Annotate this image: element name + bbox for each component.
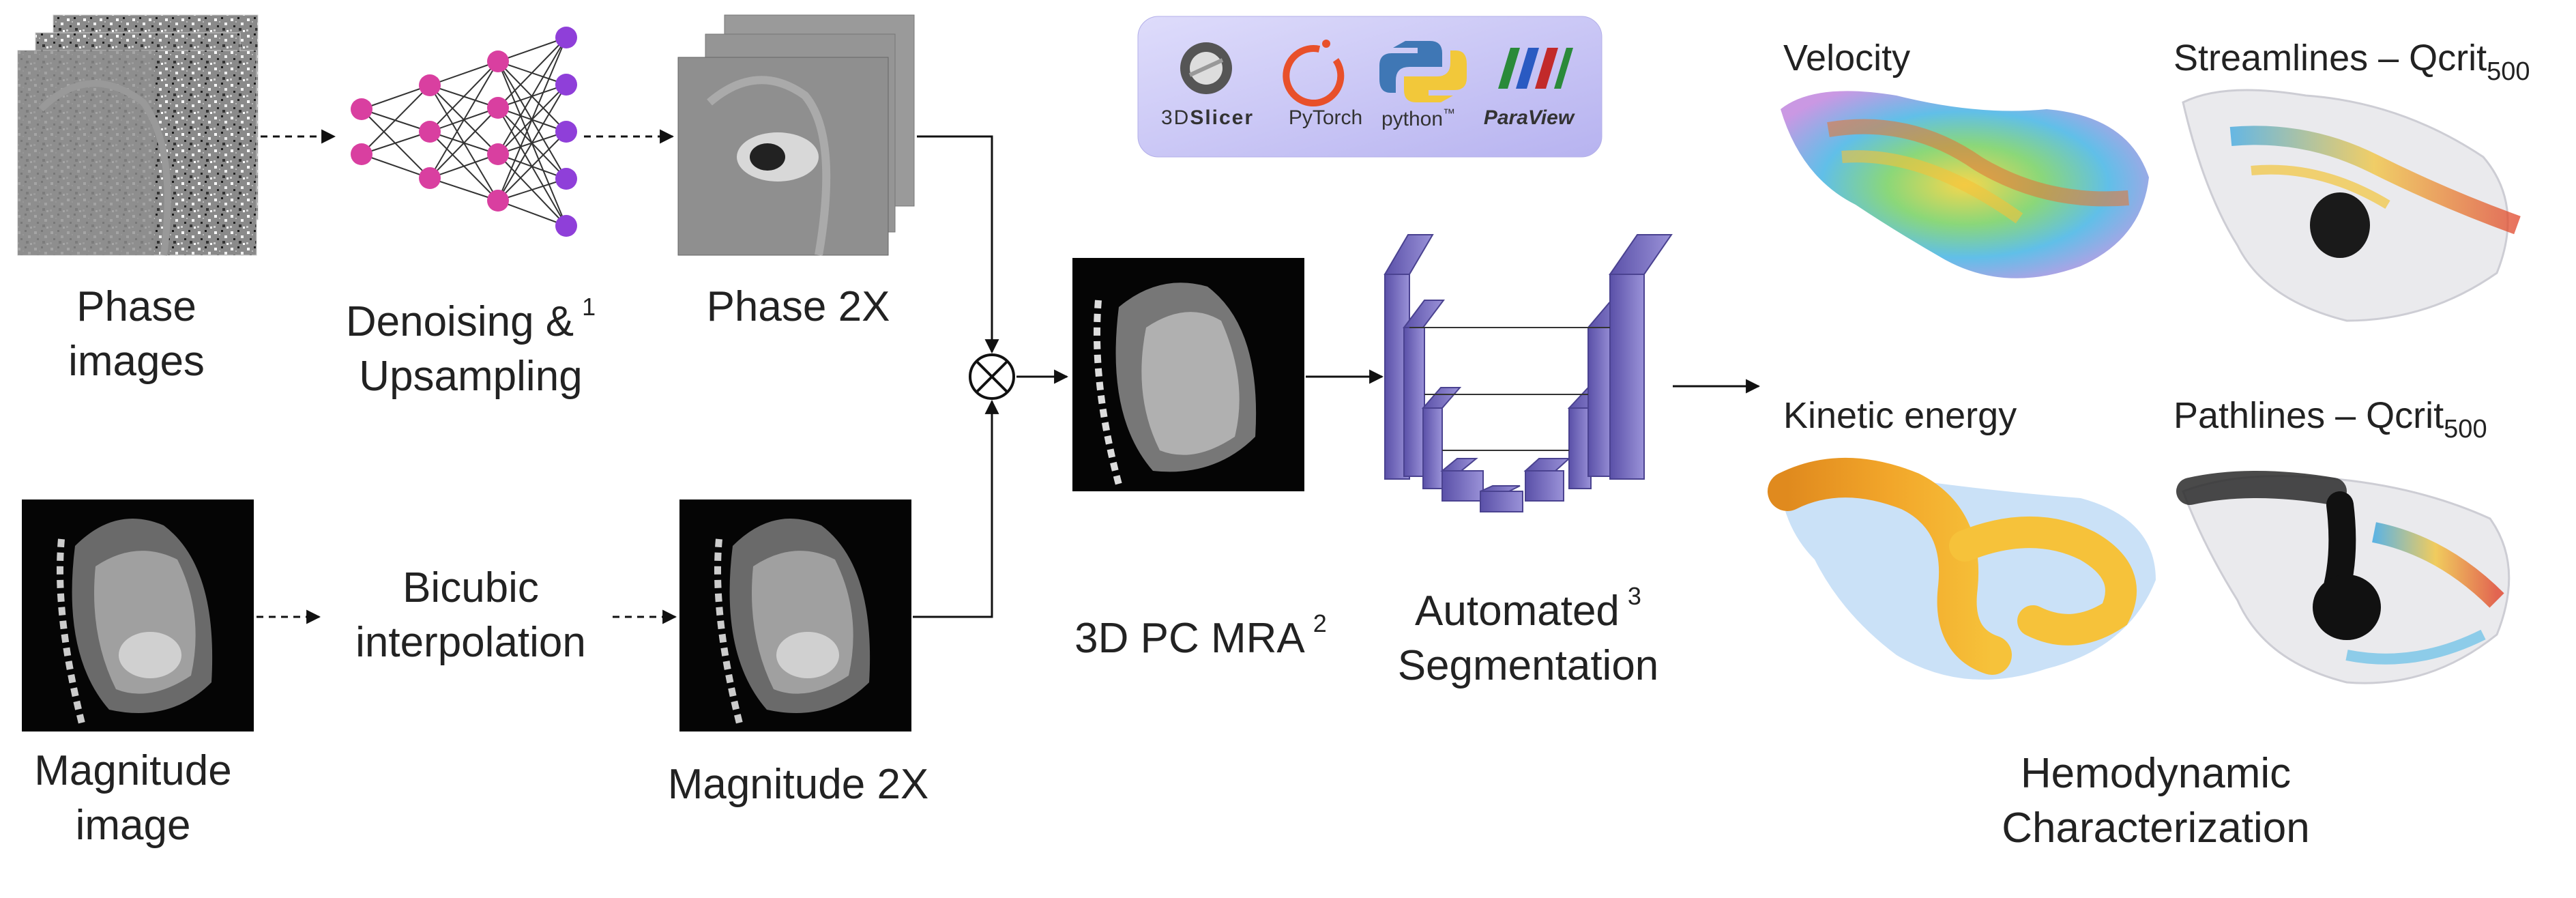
network-node <box>555 27 577 48</box>
paraview-logo-icon <box>1498 48 1573 89</box>
network-edge <box>497 37 567 62</box>
pathlines-rendering <box>2176 471 2511 684</box>
pc-mra-image <box>1072 258 1304 491</box>
kinetic-energy-rendering <box>1768 458 2156 680</box>
phase-images-stack <box>17 14 259 256</box>
network-edge <box>361 131 430 155</box>
streamlines-rendering <box>2182 89 2521 322</box>
phase-images-label: Phase images <box>68 283 205 385</box>
network-node <box>419 121 441 143</box>
network-edge <box>429 61 499 86</box>
network-node <box>555 168 577 190</box>
velocity-panel-title: Velocity <box>1783 38 1911 78</box>
python-logo-icon <box>1379 41 1467 102</box>
reference-2: 2 <box>1313 609 1327 637</box>
network-node <box>487 50 509 72</box>
unet-skip-connections <box>1409 327 1610 451</box>
software-logos-panel <box>1137 16 1602 158</box>
network-edge <box>429 154 499 179</box>
velocity-rendering <box>1781 91 2149 278</box>
reference-3: 3 <box>1627 582 1641 610</box>
network-edge <box>497 37 567 108</box>
network-node <box>555 121 577 143</box>
network-edge <box>361 85 430 110</box>
magnitude-image-label: Magnitude image <box>34 747 232 849</box>
bicubic-label: Bicubic interpolation <box>355 564 586 666</box>
denoising-network-icon <box>351 27 577 237</box>
magnitude-2x-label: Magnitude 2X <box>667 761 929 808</box>
network-edge <box>429 177 499 201</box>
network-edge <box>497 178 567 201</box>
network-node <box>419 74 441 96</box>
network-edge <box>497 131 567 201</box>
magnitude-image <box>22 499 254 732</box>
network-node <box>419 167 441 189</box>
network-edge <box>497 37 567 201</box>
denoising-label: Denoising &1 Upsampling <box>345 293 596 400</box>
network-node <box>487 143 509 165</box>
network-edge <box>429 107 499 179</box>
network-node <box>351 143 372 165</box>
combine-operator-icon <box>969 353 1015 400</box>
pathlines-panel-title: Pathlines – Qcrit500 <box>2174 395 2487 444</box>
network-node <box>555 74 577 96</box>
network-edge <box>497 84 567 201</box>
network-node <box>555 215 577 237</box>
network-node <box>487 97 509 119</box>
dashed-arrows <box>257 129 677 624</box>
network-edge <box>361 85 430 155</box>
kinetic-energy-panel-title: Kinetic energy <box>1783 395 2017 436</box>
network-edge <box>429 61 499 179</box>
phase-2x-stack <box>677 14 915 257</box>
python-logo-text: python™ <box>1381 106 1456 130</box>
network-edge <box>497 37 567 155</box>
streamlines-panel-title: Streamlines – Qcrit500 <box>2174 38 2530 86</box>
network-edge <box>429 61 499 132</box>
pytorch-logo-text: PyTorch <box>1288 106 1363 129</box>
phase-2x-label: Phase 2X <box>706 283 890 330</box>
reference-1: 1 <box>582 293 596 321</box>
hemodynamic-label: Hemodynamic Characterization <box>2002 750 2310 852</box>
slicer-logo-text: 3DSlicer <box>1160 106 1255 129</box>
unet-segmentation-icon <box>1384 234 1673 512</box>
pytorch-logo-icon <box>1283 40 1345 107</box>
network-node <box>487 190 509 212</box>
network-node <box>351 98 372 120</box>
magnitude-2x-image <box>679 499 911 732</box>
combiner-connectors <box>913 135 1761 618</box>
paraview-logo-text: ParaView <box>1483 106 1575 129</box>
network-edge <box>361 154 430 179</box>
network-edge <box>497 200 567 227</box>
slicer-logo-icon <box>1180 42 1232 94</box>
